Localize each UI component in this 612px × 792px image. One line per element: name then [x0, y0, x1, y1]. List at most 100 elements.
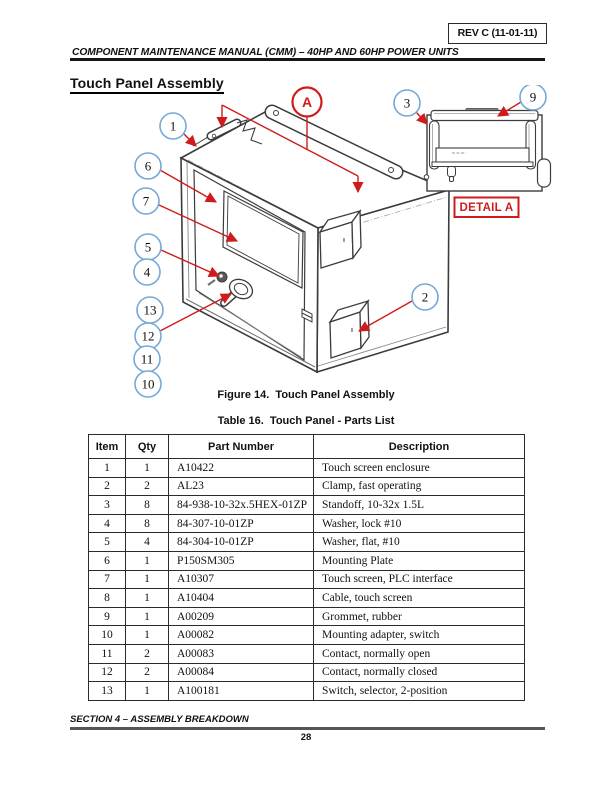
- cell-desc: Contact, normally open: [313, 643, 525, 664]
- cell-item: 2: [88, 476, 126, 497]
- detail-grommet: [447, 166, 456, 177]
- callout-12: 12: [134, 322, 162, 350]
- cell-part: A00083: [168, 643, 314, 664]
- cell-qty: 4: [125, 532, 169, 552]
- callout-detail-a: A: [291, 86, 323, 118]
- cell-part: AL23: [168, 476, 314, 497]
- door-opening: [193, 168, 306, 362]
- annotation-arrows: [158, 101, 522, 332]
- revision-box: REV C (11-01-11): [448, 23, 547, 44]
- cell-qty: 1: [125, 458, 169, 478]
- leader-1: [183, 133, 197, 147]
- plate-hole-left: [273, 110, 279, 116]
- svg-text:3: 3: [404, 96, 411, 111]
- cell-item: 3: [88, 495, 126, 515]
- header-rule: [70, 58, 545, 61]
- cell-part: A10422: [168, 458, 314, 478]
- touch-panel-enclosure-drawing: [179, 104, 452, 374]
- cell-desc: Touch screen enclosure: [313, 458, 525, 478]
- detail-a-label-box: DETAIL A: [453, 196, 520, 218]
- cell-desc: Standoff, 10-32x 1.5L: [313, 495, 525, 515]
- detail-side-tab: [536, 158, 552, 188]
- svg-text:4: 4: [144, 265, 151, 280]
- svg-text:13: 13: [144, 303, 157, 318]
- callout-13: 13: [136, 296, 164, 324]
- leader-7: [158, 204, 239, 242]
- cell-qty: 1: [125, 550, 169, 571]
- cell-desc: Mounting adapter, switch: [313, 625, 525, 645]
- cell-qty: 2: [125, 643, 169, 664]
- cell-qty: 2: [125, 662, 169, 683]
- figure-caption: Figure 14. Touch Panel Assembly: [217, 389, 395, 401]
- detail-a-view: [423, 108, 552, 192]
- cell-qty: 1: [125, 588, 169, 608]
- callout-11: 11: [133, 345, 161, 373]
- cell-qty: 1: [125, 681, 169, 701]
- clamp-lower: [328, 299, 370, 359]
- cell-item: 12: [88, 662, 126, 683]
- page-title: Touch Panel Assembly: [70, 75, 224, 94]
- callout-1: 1: [159, 112, 187, 140]
- cell-qty: 1: [125, 625, 169, 645]
- leader-a-diagonal: [221, 104, 359, 177]
- cell-part: A10307: [168, 569, 314, 590]
- svg-text:2: 2: [422, 290, 429, 305]
- cell-desc: Contact, normally closed: [313, 662, 525, 683]
- svg-text:5: 5: [145, 240, 152, 255]
- callout-5: 5: [134, 233, 162, 261]
- cell-qty: 1: [125, 606, 169, 627]
- leader-12: [159, 293, 232, 332]
- callout-9: 9: [519, 83, 547, 111]
- latch-clamp: [192, 118, 263, 147]
- callout-bubbles: 1 6 7 5 4 13 12 11 10 2 3 9 A: [132, 83, 547, 398]
- col-header-qty: Qty: [125, 434, 169, 459]
- hinge-block: [301, 308, 313, 323]
- svg-text:DETAIL A: DETAIL A: [460, 202, 514, 214]
- svg-text:1: 1: [170, 119, 177, 134]
- cell-desc: Grommet, rubber: [313, 606, 525, 627]
- cell-part: P150SM305: [168, 550, 314, 571]
- col-header-part-number: Part Number: [168, 434, 314, 459]
- svg-text:6: 6: [145, 159, 152, 174]
- cell-qty: 2: [125, 476, 169, 497]
- detail-mounting-plate: [435, 147, 530, 163]
- leader-3: [415, 111, 428, 125]
- cell-desc: Touch screen, PLC interface: [313, 569, 525, 590]
- callout-10: 10: [134, 370, 162, 398]
- svg-text:A: A: [302, 94, 312, 110]
- svg-text:12: 12: [142, 329, 155, 344]
- cell-item: 13: [88, 681, 126, 701]
- cell-desc: Washer, flat, #10: [313, 532, 525, 552]
- cell-qty: 1: [125, 569, 169, 590]
- cell-desc: Cable, touch screen: [313, 588, 525, 608]
- col-header-description: Description: [313, 434, 525, 459]
- cell-item: 9: [88, 606, 126, 627]
- table-caption: Table 16. Touch Panel - Parts List: [217, 415, 395, 427]
- svg-text:7: 7: [143, 194, 150, 209]
- detail-top-plate: [430, 109, 539, 122]
- cell-item: 4: [88, 513, 126, 534]
- leader-5: [160, 249, 221, 277]
- svg-text:10: 10: [142, 377, 155, 392]
- cell-desc: Switch, selector, 2-position: [313, 681, 525, 701]
- svg-text:9: 9: [530, 90, 537, 105]
- plate-hole-right: [388, 167, 394, 173]
- figure-14-diagram: 1 6 7 5 4 13 12 11 10 2 3 9 A DETAIL A: [0, 83, 612, 400]
- cell-desc: Mounting Plate: [313, 550, 525, 571]
- cell-part: 84-304-10-01ZP: [168, 532, 314, 552]
- leader-6: [159, 169, 217, 203]
- cell-qty: 8: [125, 495, 169, 515]
- cell-item: 11: [88, 643, 126, 664]
- page-number: 28: [300, 732, 312, 743]
- cell-item: 5: [88, 532, 126, 552]
- table-header-row: Item Qty Part Number Description: [88, 434, 525, 459]
- cell-item: 7: [88, 569, 126, 590]
- svg-text:11: 11: [141, 352, 154, 367]
